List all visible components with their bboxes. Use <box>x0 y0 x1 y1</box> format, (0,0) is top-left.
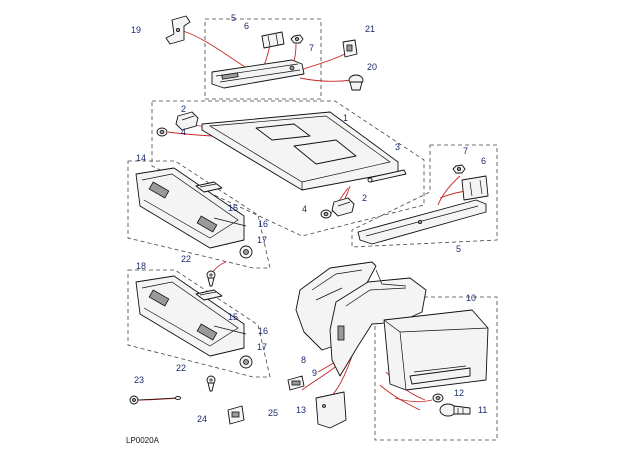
strip-part-lower <box>213 325 247 335</box>
washer-part-top <box>156 127 168 137</box>
group-18-trim-box <box>127 269 271 378</box>
leader-20 <box>299 77 353 82</box>
callout-23: 23 <box>134 375 144 385</box>
callout-12: 12 <box>454 388 464 398</box>
bracket-part <box>165 15 191 45</box>
callout-4-mid: 4 <box>302 204 307 214</box>
callout-22-top: 22 <box>181 254 191 264</box>
group-5-top-box <box>204 18 322 100</box>
callout-15-upper: 15 <box>228 203 238 213</box>
callout-2-top: 2 <box>181 104 186 114</box>
nut-part-side <box>452 164 466 174</box>
grommet-part-upper <box>239 245 253 259</box>
washer-part-mid <box>320 209 332 219</box>
drawing-code: LP0020A <box>126 436 160 445</box>
callout-21: 21 <box>365 24 375 34</box>
leader-19 <box>182 30 251 71</box>
callout-10: 10 <box>466 293 476 303</box>
rod-part <box>367 169 407 183</box>
reflector-part-upper <box>195 181 223 193</box>
callout-11: 11 <box>478 405 487 415</box>
callout-3: 3 <box>395 142 400 152</box>
cable-part <box>129 395 181 405</box>
callout-24: 24 <box>197 414 207 424</box>
rivet-part-20 <box>348 74 364 91</box>
callout-6-side: 6 <box>481 156 486 166</box>
latch-part-top <box>175 111 199 131</box>
callout-17-lower: 17 <box>257 342 267 352</box>
nut-part-top <box>290 34 304 44</box>
callout-5-side: 5 <box>456 244 461 254</box>
callout-18: 18 <box>136 261 146 271</box>
callout-16-upper: 16 <box>258 219 268 229</box>
trim-panel-lower <box>135 275 245 357</box>
leader-21 <box>299 51 350 71</box>
group-14-trim-box <box>127 160 271 269</box>
callout-14: 14 <box>136 153 146 163</box>
callout-2-mid: 2 <box>362 193 367 203</box>
callout-1: 1 <box>343 113 348 123</box>
pad-part <box>227 405 245 425</box>
storage-box <box>383 309 489 391</box>
callout-19: 19 <box>131 25 141 35</box>
group-10-box <box>374 296 498 441</box>
clip-part-top <box>261 31 285 49</box>
strip-part-upper <box>213 217 247 227</box>
leader-7-side <box>437 175 461 206</box>
bracket-part-side <box>461 175 489 201</box>
group-1-load-cover-box <box>151 100 425 237</box>
callout-labels: 1 2 2 3 4 4 5 5 6 6 7 7 8 9 10 11 12 13 … <box>126 13 487 445</box>
callout-8: 8 <box>301 355 306 365</box>
leader-12 <box>394 397 433 403</box>
group-outlines <box>127 18 498 441</box>
callout-4-top: 4 <box>181 127 186 137</box>
reflector-part-lower <box>195 289 223 301</box>
callout-25: 25 <box>268 408 278 418</box>
group-5-side-box <box>351 144 498 248</box>
grommet-part-lower <box>239 355 253 369</box>
leader-11-a <box>379 384 421 411</box>
load-cover-panel <box>201 111 399 191</box>
rivet-part-12 <box>432 393 444 403</box>
screw-part-top <box>206 270 216 287</box>
callout-7-top: 7 <box>309 43 314 53</box>
clip-part-21 <box>342 39 358 58</box>
callout-6-top: 6 <box>244 21 249 31</box>
callout-9: 9 <box>312 368 317 378</box>
latch-part-mid <box>331 197 355 217</box>
rail-panel-side <box>357 199 487 245</box>
fastener-part-11 <box>439 403 471 417</box>
callout-20: 20 <box>367 62 377 72</box>
switch-part <box>287 375 305 391</box>
callout-17-upper: 17 <box>257 235 267 245</box>
screw-part-lower <box>206 375 216 392</box>
callout-15-lower: 15 <box>228 312 238 322</box>
callout-7-side: 7 <box>463 146 468 156</box>
access-cover <box>315 391 347 429</box>
callout-16-lower: 16 <box>258 326 268 336</box>
callout-5-top: 5 <box>231 13 236 23</box>
hinge-rail-top <box>211 59 305 89</box>
trim-panel-upper <box>135 167 245 249</box>
parts <box>129 15 489 429</box>
callout-13: 13 <box>296 405 306 415</box>
callout-22-lower: 22 <box>176 363 186 373</box>
